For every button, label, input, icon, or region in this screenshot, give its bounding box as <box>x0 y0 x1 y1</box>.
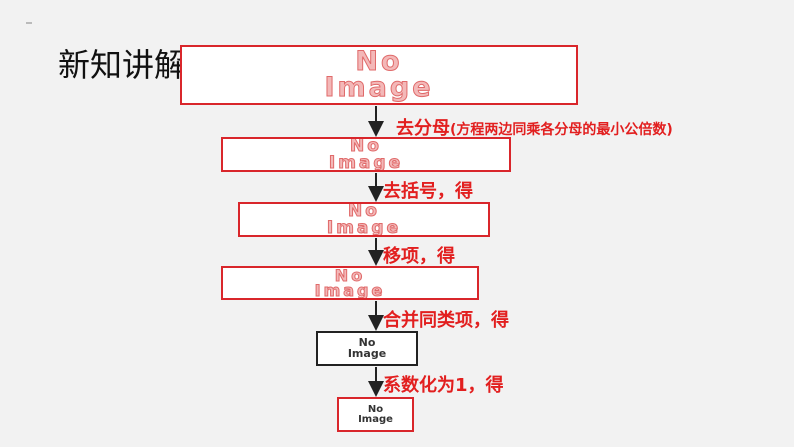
placeholder-image: Image <box>347 346 387 360</box>
placeholder-image: Image <box>326 217 402 237</box>
equation-image-1: No Image <box>180 45 578 105</box>
step-label-text: 去分母 <box>396 118 450 139</box>
step-label-remove-parentheses: 去括号，得 <box>383 181 473 202</box>
slide-title: 新知讲解 <box>58 46 187 84</box>
corner-mark <box>26 22 32 24</box>
placeholder-image: Image <box>358 413 393 425</box>
placeholder-image: Image <box>328 152 404 172</box>
placeholder-no: No <box>348 202 380 222</box>
step-label-remove-denominator: 去分母(方程两边同乘各分母的最小公倍数) <box>396 114 673 140</box>
equation-image-2: No Image <box>221 137 511 172</box>
placeholder-no: No <box>358 336 376 350</box>
placeholder-no: No <box>334 266 366 285</box>
step-label-coefficient-to-one: 系数化为1，得 <box>383 375 504 396</box>
placeholder-no: No <box>350 137 382 157</box>
equation-image-4: No Image <box>221 266 479 300</box>
step-label-combine-like-terms: 合并同类项，得 <box>383 310 509 331</box>
step-label-transpose: 移项，得 <box>383 246 455 267</box>
placeholder-no: No <box>355 46 403 78</box>
step-note: (方程两边同乘各分母的最小公倍数) <box>450 122 673 138</box>
equation-image-3: No Image <box>238 202 490 237</box>
placeholder-no: No <box>367 404 384 415</box>
placeholder-image: Image <box>314 281 386 300</box>
equation-image-6: No Image <box>337 397 414 432</box>
placeholder-image: Image <box>324 72 434 103</box>
equation-image-5: No Image <box>316 331 418 366</box>
